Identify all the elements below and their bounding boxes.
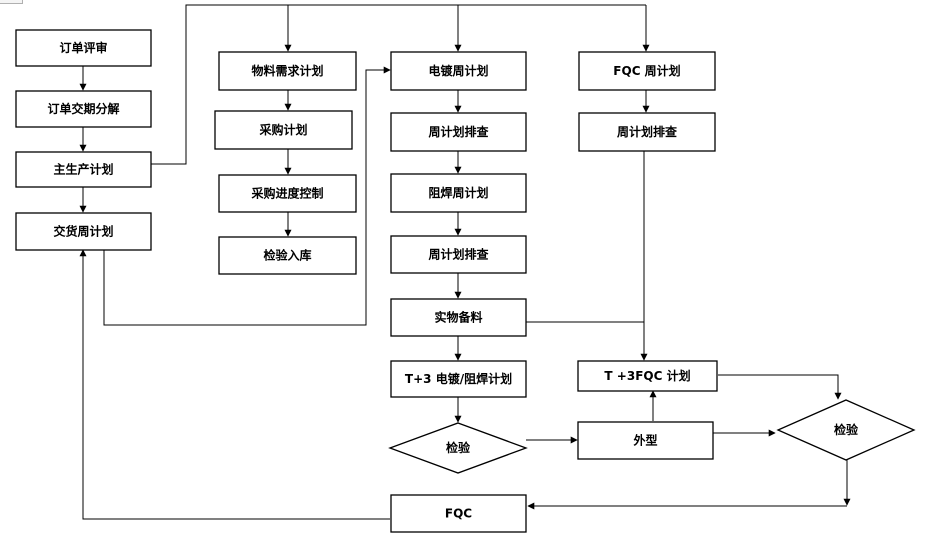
node-inspect-2-label: 检验 — [834, 422, 859, 437]
edge-master-to-top-bus — [151, 4, 646, 165]
node-master-plan-label: 主生产计划 — [53, 162, 113, 177]
node-order-review-label: 订单评审 — [59, 40, 107, 55]
node-mrp: 物料需求计划 — [218, 51, 357, 91]
node-appearance: 外型 — [577, 421, 714, 460]
nodes: 订单评审 订单交期分解 主生产计划 交货周计划 物料需求计划 采购计划 采购进度… — [15, 29, 916, 533]
node-plating-weekly-label: 电镀周计划 — [428, 63, 488, 78]
node-purchase-plan: 采购计划 — [214, 110, 353, 150]
node-weekly-check-2: 周计划排查 — [390, 235, 527, 274]
node-inspect-2: 检验 — [776, 399, 916, 461]
node-weekly-check-3: 周计划排查 — [578, 112, 716, 152]
node-inspect-1: 检验 — [388, 422, 528, 474]
node-material-prep: 实物备料 — [390, 298, 527, 337]
node-material-prep-label: 实物备料 — [434, 310, 482, 325]
node-mrp-label: 物料需求计划 — [251, 63, 323, 78]
edge-t3fqc-to-inspect2 — [718, 374, 842, 400]
node-solder-weekly-label: 阻焊周计划 — [428, 185, 488, 200]
node-appearance-label: 外型 — [633, 433, 657, 448]
node-t3-fqc: T +3FQC 计划 — [577, 360, 718, 392]
node-purchase-progress: 采购进度控制 — [218, 174, 357, 213]
node-fqc: FQC — [390, 494, 527, 533]
node-inspect-stock: 检验入库 — [218, 236, 357, 275]
node-master-plan: 主生产计划 — [15, 151, 152, 188]
node-fqc-label: FQC — [445, 507, 472, 521]
node-weekly-check-3-label: 周计划排查 — [617, 124, 678, 139]
node-order-breakdown: 订单交期分解 — [15, 90, 152, 128]
node-inspect-stock-label: 检验入库 — [263, 248, 311, 263]
window-corner-fragment — [0, 0, 23, 4]
node-plating-weekly: 电镀周计划 — [390, 51, 527, 91]
edges — [79, 4, 851, 520]
edge-delivery-to-plating — [103, 66, 391, 326]
node-t3-plating-solder-label: T+3 电镀/阻焊计划 — [405, 371, 512, 386]
node-weekly-check-2-label: 周计划排查 — [428, 247, 489, 262]
node-purchase-plan-label: 采购计划 — [258, 122, 307, 137]
node-fqc-weekly-label: FQC 周计划 — [613, 63, 680, 78]
node-solder-weekly: 阻焊周计划 — [390, 173, 527, 213]
node-t3-plating-solder: T+3 电镀/阻焊计划 — [390, 360, 527, 398]
edge-fqc-to-delivery — [79, 249, 390, 520]
node-weekly-check-1: 周计划排查 — [390, 112, 527, 152]
node-delivery-weekly-label: 交货周计划 — [53, 224, 113, 239]
node-purchase-progress-label: 采购进度控制 — [250, 186, 323, 201]
node-order-review: 订单评审 — [15, 29, 152, 67]
node-delivery-weekly: 交货周计划 — [15, 212, 152, 251]
node-t3-fqc-label: T +3FQC 计划 — [604, 368, 690, 383]
node-order-breakdown-label: 订单交期分解 — [47, 101, 119, 116]
node-weekly-check-1-label: 周计划排查 — [428, 124, 489, 139]
node-inspect-1-label: 检验 — [446, 440, 471, 455]
node-fqc-weekly: FQC 周计划 — [578, 51, 716, 91]
